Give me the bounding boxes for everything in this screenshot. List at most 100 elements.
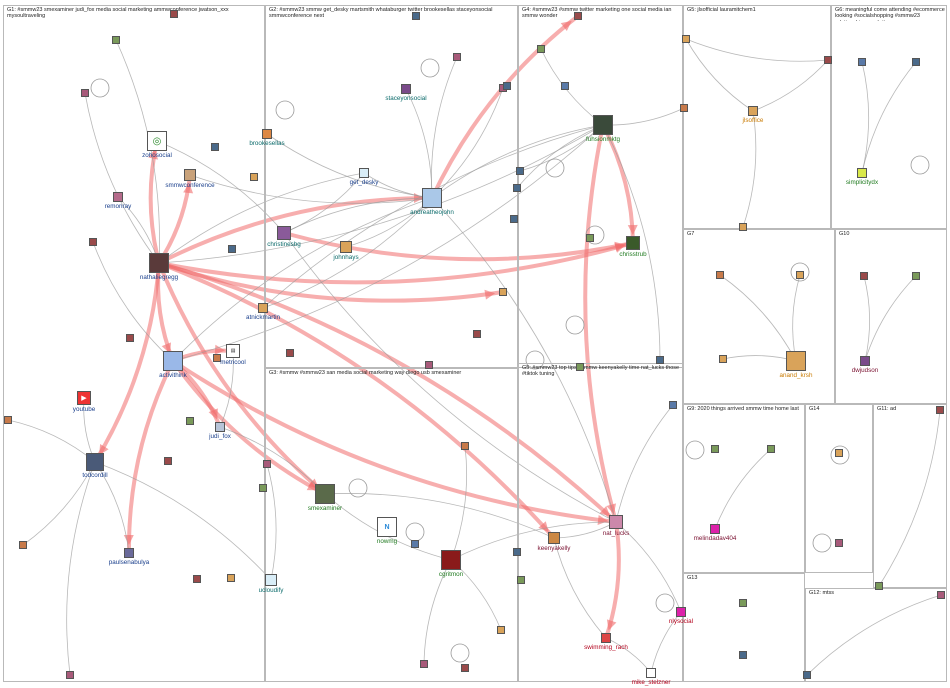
node-avatar[interactable] (516, 167, 524, 175)
node-avatar[interactable] (711, 445, 719, 453)
node-avatar[interactable] (186, 417, 194, 425)
node-avatar[interactable] (453, 53, 461, 61)
node-fuhsionmktg[interactable] (593, 115, 613, 135)
node-avatar[interactable] (263, 460, 271, 468)
node-avatar[interactable] (858, 58, 866, 66)
node-avatar[interactable] (682, 35, 690, 43)
node-avatar[interactable] (937, 591, 945, 599)
node-avatar[interactable] (835, 539, 843, 547)
node-nowmg[interactable]: N (377, 517, 397, 537)
node-avatar[interactable] (517, 576, 525, 584)
node-paulsenabulya[interactable] (124, 548, 134, 558)
node-smexaminer[interactable] (315, 484, 335, 504)
node-cgritmon[interactable] (441, 550, 461, 570)
node-avatar[interactable] (164, 457, 172, 465)
node-christinesbg[interactable] (277, 226, 291, 240)
node-metricool[interactable]: ▤ (226, 344, 240, 358)
node-avatar[interactable] (656, 356, 664, 364)
node-avatar[interactable] (286, 349, 294, 357)
node-avatar[interactable] (936, 406, 944, 414)
node-avatar[interactable] (912, 58, 920, 66)
node-avatar[interactable] (250, 173, 258, 181)
group-label: G5: #smmw23 top tips #smmw keenyakelly t… (522, 365, 681, 378)
node-avatar[interactable] (112, 36, 120, 44)
node-johnhays[interactable] (340, 241, 352, 253)
node-nat-lucks[interactable] (609, 515, 623, 529)
node-avatar[interactable] (499, 288, 507, 296)
node-avatar[interactable] (510, 215, 518, 223)
node-avatar[interactable] (739, 599, 747, 607)
node-label: smexaminer (308, 505, 342, 512)
node-avatar[interactable] (89, 238, 97, 246)
node-avatar[interactable] (170, 10, 178, 18)
node-label: simplicitydx (846, 179, 878, 186)
node-avatar[interactable] (513, 548, 521, 556)
node-avatar[interactable] (473, 330, 481, 338)
node-avatar[interactable] (835, 449, 843, 457)
node-avatar[interactable] (228, 245, 236, 253)
node-avatar[interactable] (425, 361, 433, 369)
node-nathaliegregg[interactable] (149, 253, 169, 273)
node-avatar[interactable] (126, 334, 134, 342)
node-avatar[interactable] (824, 56, 832, 64)
node-avatar[interactable] (211, 143, 219, 151)
node-avatar[interactable] (193, 575, 201, 583)
node-chrisstrub[interactable] (626, 236, 640, 250)
node-avatar[interactable] (420, 660, 428, 668)
node-avatar[interactable] (574, 12, 582, 20)
node-keenyakelly[interactable] (548, 532, 560, 544)
node-avatar[interactable] (739, 651, 747, 659)
node-simplicitydx[interactable] (857, 168, 867, 178)
node-avatar[interactable] (4, 416, 12, 424)
node-activithink[interactable] (163, 351, 183, 371)
node-avatar[interactable] (412, 12, 420, 20)
node-avatar[interactable] (411, 540, 419, 548)
node-avatar[interactable] (803, 671, 811, 679)
node-smmwconference[interactable] (184, 169, 196, 181)
node-avatar[interactable] (259, 484, 267, 492)
node-avatar[interactable] (497, 626, 505, 634)
node-remonray[interactable] (113, 192, 123, 202)
node-atnickmartin[interactable] (258, 303, 268, 313)
node-avatar[interactable] (719, 355, 727, 363)
group-label: G7 (687, 231, 833, 237)
node-avatar[interactable] (503, 82, 511, 90)
node-avatar[interactable] (875, 582, 883, 590)
node-avatar[interactable] (576, 363, 584, 371)
node-avatar[interactable] (537, 45, 545, 53)
node-nlysocial[interactable] (676, 607, 686, 617)
node-ucloudify[interactable] (265, 574, 277, 586)
node-staceyonsocial[interactable] (401, 84, 411, 94)
node-dwjudson[interactable] (860, 356, 870, 366)
node-youtube[interactable]: ▶ (77, 391, 91, 405)
node-avatar[interactable] (669, 401, 677, 409)
node-avatar[interactable] (461, 442, 469, 450)
node-label: christinesbg (267, 241, 301, 248)
node-avatar[interactable] (81, 89, 89, 97)
node-avatar[interactable] (227, 574, 235, 582)
node-avatar[interactable] (513, 184, 521, 192)
node-jlsoffice[interactable] (748, 106, 758, 116)
node-swimming-rach[interactable] (601, 633, 611, 643)
node-avatar[interactable] (796, 271, 804, 279)
node-avatar[interactable] (739, 223, 747, 231)
node-melindadav404[interactable] (710, 524, 720, 534)
node-get-desky[interactable] (359, 168, 369, 178)
node-avatar[interactable] (716, 271, 724, 279)
node-anand-ksh[interactable] (786, 351, 806, 371)
node-brookesellas[interactable] (262, 129, 272, 139)
node-avatar[interactable] (19, 541, 27, 549)
node-avatar[interactable] (66, 671, 74, 679)
node-andreatheojohn[interactable] (422, 188, 442, 208)
node-avatar[interactable] (860, 272, 868, 280)
node-mike-stelzner[interactable] (646, 668, 656, 678)
node-avatar[interactable] (680, 104, 688, 112)
node-avatar[interactable] (461, 664, 469, 672)
node-zohosocial[interactable]: ◎ (147, 131, 167, 151)
node-todcordill[interactable] (86, 453, 104, 471)
node-avatar[interactable] (912, 272, 920, 280)
node-avatar[interactable] (561, 82, 569, 90)
node-judi-fox[interactable] (215, 422, 225, 432)
node-avatar[interactable] (767, 445, 775, 453)
node-avatar[interactable] (586, 234, 594, 242)
